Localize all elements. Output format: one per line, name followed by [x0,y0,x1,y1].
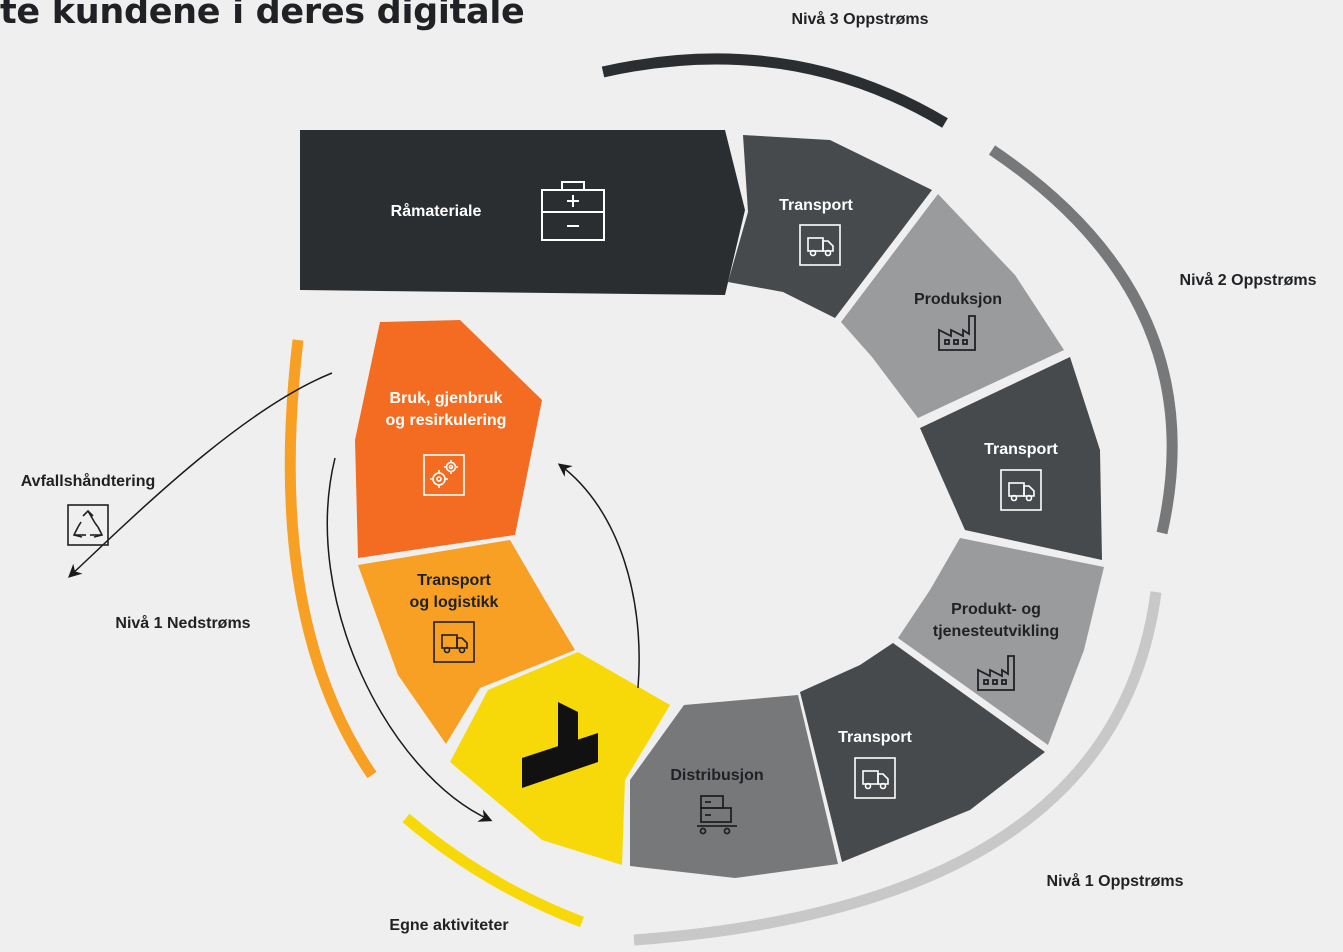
raw-material-label: Råmateriale [391,202,482,220]
waste-label: Avfallshåndtering [21,472,156,490]
segment-product-dev [898,538,1104,745]
toolbox-icon [541,181,605,241]
tier1-downstream-label: Nivå 1 Nedstrøms [115,614,250,632]
segment-transport-right [920,357,1102,560]
arrow-to-waste [68,372,333,578]
distribution-label: Distribusjon [670,767,763,784]
tier1-upstream-arc [633,591,1162,946]
product-dev-label-line2: tjenesteutvikling [933,623,1059,640]
factory-icon [977,655,1015,691]
truck-icon [433,621,475,663]
transport-bottom-label: Transport [838,729,912,746]
gears-icon [423,454,465,496]
truck-icon [799,224,841,266]
segment-reuse [355,320,542,558]
arrow-return-loop [326,457,493,822]
reuse-label-line1: Bruk, gjenbruk [390,390,503,407]
page-heading: te kundene i deres digitale [0,0,525,32]
production-label: Produksjon [914,291,1002,308]
reuse-label-line2: og resirkulering [386,412,507,429]
transport-top-label: Transport [779,197,853,214]
raw-material-block [300,130,745,295]
tier3-upstream-label: Nivå 3 Oppstrøms [792,10,929,28]
segment-transport-bottom [800,643,1045,862]
tier1-upstream-label: Nivå 1 Oppstrøms [1047,872,1184,890]
logistics-label-line1: Transport [417,572,491,589]
truck-icon [1000,469,1042,511]
tier2-upstream-arc [988,145,1178,535]
segment-transport-top [728,135,932,318]
own-activities-label: Egne aktiviteter [389,917,508,934]
factory-icon [938,315,976,351]
transport-right-label: Transport [984,441,1058,458]
pallet-icon [697,795,737,835]
tier1-downstream-arc [284,339,377,779]
logistics-label-line2: og logistikk [410,594,499,611]
tier3-upstream-arc [601,53,948,128]
truck-icon [854,757,896,799]
segment-distribution [630,695,838,878]
product-dev-label-line1: Produkt- og [951,601,1041,618]
own-activities-arc [402,813,584,928]
tier2-upstream-label: Nivå 2 Oppstrøms [1180,271,1317,289]
arrow-to-reuse [557,463,640,689]
recycle-icon [67,504,109,546]
brand-logo [522,702,598,788]
segment-production [841,194,1064,418]
